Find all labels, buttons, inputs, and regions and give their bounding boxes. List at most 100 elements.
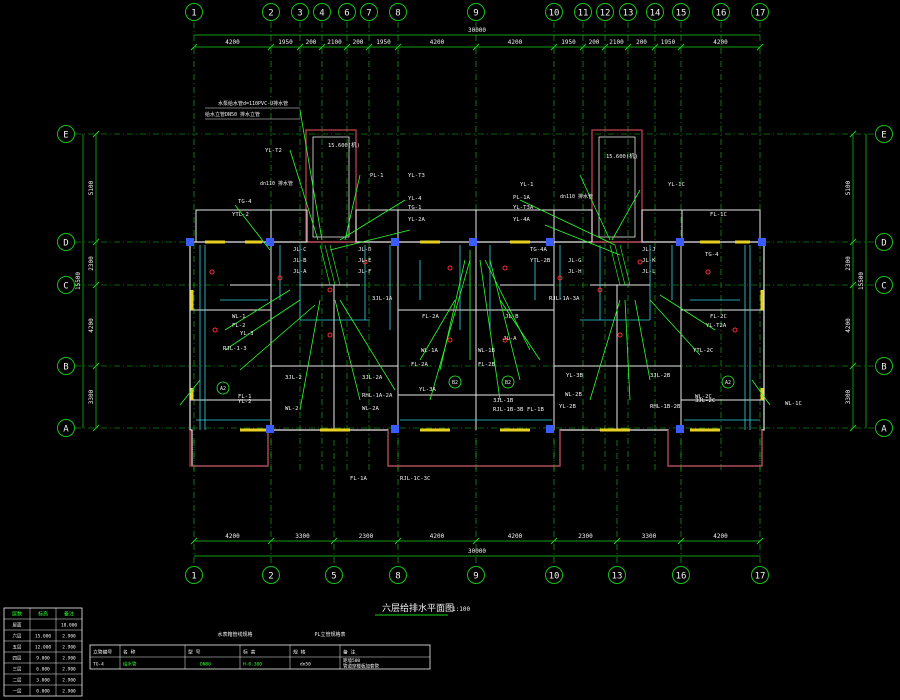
pipe-label: TG-4A (530, 247, 547, 253)
room-mark-circle (448, 375, 462, 389)
pipe-label: JL-D (358, 247, 372, 253)
leader-line (299, 109, 323, 241)
pipe-label: YL-3 (240, 331, 253, 337)
right-total-text: 15500 (858, 272, 865, 290)
bottom-dim-text: 2300 (359, 533, 374, 540)
axis-bubble-top-label: 10 (549, 9, 560, 19)
leader-line (289, 149, 319, 241)
bottom-dim-text: 3300 (295, 533, 310, 540)
axis-bubble-bottom-circle (262, 566, 280, 584)
left-dim-text: 5100 (88, 180, 95, 195)
right-tick (849, 424, 857, 432)
pipe-label: YL-T3A (513, 205, 534, 211)
pipe-label: JL-G (568, 258, 582, 264)
pipe-label: PL-1 (370, 173, 383, 179)
leader-line (239, 304, 316, 371)
pipe-label: WL-1 (232, 314, 245, 320)
pipe-label: FL-2 (232, 323, 245, 329)
top-dim-text: 200 (306, 39, 317, 46)
axis-bubble-left-label: B (63, 363, 68, 373)
leader-line (634, 299, 651, 381)
axis-bubble-top-circle (574, 3, 592, 21)
pipe-label: 3JL-1A (372, 296, 393, 302)
pipe-label: RHL-1B-2B (650, 404, 681, 410)
bottom-tick (613, 537, 621, 545)
axis-bubble-top-circle (360, 3, 378, 21)
axis-bubble-top-label: 6 (344, 9, 349, 19)
pipe-label: YL-4A (513, 217, 530, 223)
balcony-left (189, 430, 269, 467)
pipe-label: 3JL-2A (362, 375, 383, 381)
main-table-cell: 距墙500 (343, 657, 360, 664)
pipe-network (196, 244, 760, 430)
leader-line (624, 299, 631, 401)
axis-bubble-bottom-circle (672, 566, 690, 584)
axis-bubble-top-label: 16 (716, 9, 727, 19)
bottom-dim-text: 4200 (508, 533, 523, 540)
pipe-label: WL-2 (285, 406, 298, 412)
top-tick (343, 43, 351, 51)
stair-line (319, 244, 331, 286)
pipe-label: WL-1A (421, 348, 438, 354)
pipe-label: JL-K (642, 258, 656, 264)
leader-line (589, 299, 621, 401)
column (391, 425, 399, 433)
leader-line (544, 224, 621, 256)
pipe-riser (502, 265, 508, 271)
left-dim-text: 2300 (88, 256, 95, 271)
axis-bubble-bottom-circle (389, 566, 407, 584)
right-dim-text: 2300 (845, 256, 852, 271)
axis-bubble-top-circle (545, 3, 563, 21)
column (546, 425, 554, 433)
pipe-label: RJL-1C-3C (400, 476, 430, 482)
pipe-label: JL-J (642, 247, 655, 253)
bottom-tick (267, 537, 275, 545)
axis-bubble-right-label: B (881, 363, 886, 373)
top-dim-text: 1950 (278, 39, 293, 46)
pipe-note-left: dn110 排水管 (260, 180, 293, 187)
pipe-label: YL-1 (520, 182, 533, 188)
bottom-tick (394, 537, 402, 545)
bottom-tick (472, 537, 480, 545)
axis-bubble-bottom-circle (545, 566, 563, 584)
leader-line (224, 289, 291, 331)
leader-line (519, 199, 616, 246)
leader-line (499, 299, 541, 361)
axis-bubble-bottom-circle (185, 566, 203, 584)
bottom-tick (677, 537, 685, 545)
axis-bubble-bottom-label: 17 (755, 572, 766, 582)
axis-bubble-top-circle (313, 3, 331, 21)
top-dim-text: 200 (636, 39, 647, 46)
pipe-label: JL-H (568, 269, 581, 275)
bottom-tick (756, 537, 764, 545)
axis-bubble-top-circle (751, 3, 769, 21)
top-tick (756, 43, 764, 51)
pipe-label: YL-3B (566, 373, 583, 379)
pipe-label: YTL-2B (530, 258, 551, 264)
main-table-title-right: PL立管规格表 (314, 631, 345, 638)
main-table-header: 型 号 (188, 649, 201, 656)
axis-bubble-top-label: 11 (578, 9, 589, 19)
axis-bubble-top-label: 13 (623, 9, 634, 19)
upper-bay (553, 209, 593, 243)
left-tick (92, 281, 100, 289)
pipe-riser (705, 269, 711, 275)
main-table-header: 规 格 (293, 649, 306, 656)
axis-bubble-right-label: E (881, 131, 886, 141)
bottom-dim-text: 4200 (225, 533, 240, 540)
top-dim-text: 4200 (430, 39, 445, 46)
level-table-cell: 二层 (13, 678, 22, 684)
pipe-riser (447, 337, 453, 343)
main-table-cell: dn50 (300, 662, 311, 668)
axis-bubble-bottom-circle (608, 566, 626, 584)
pipe-label: TG-4 (238, 199, 252, 205)
level-table-cell: 18.000 (61, 623, 78, 629)
axis-bubble-bottom-label: 16 (676, 572, 687, 582)
pipe-label: FL-2C (710, 314, 727, 320)
leader-line (659, 294, 716, 331)
mech-note-right: 15.600(机) (606, 152, 638, 160)
stair-tower-left (305, 129, 357, 243)
bottom-tick (190, 537, 198, 545)
